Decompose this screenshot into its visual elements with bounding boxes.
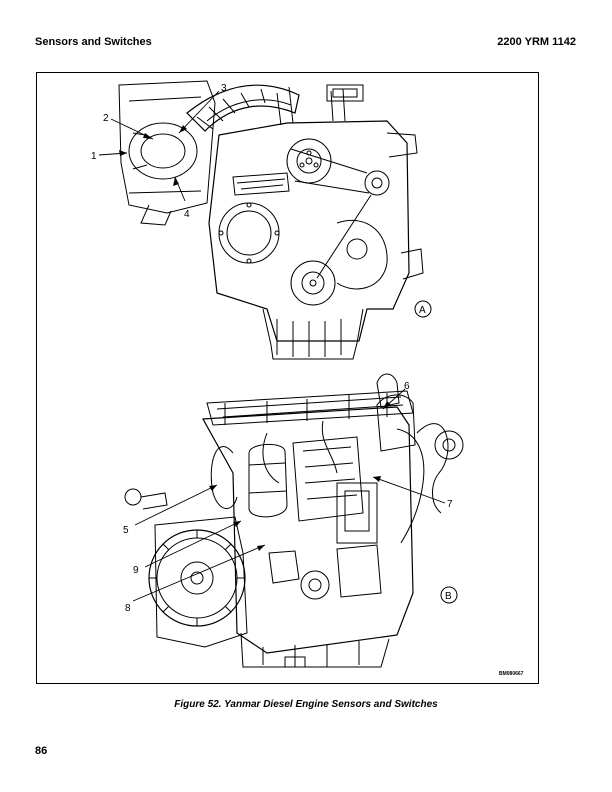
- callout-7: 7: [447, 499, 453, 510]
- callout-numbers: 1 2 3 4 5 6 7 8 9: [91, 83, 453, 614]
- section-title: Sensors and Switches: [35, 36, 152, 48]
- callout-arrowheads: [119, 125, 391, 551]
- view-label-a: A: [414, 300, 432, 318]
- leader-7: [372, 476, 446, 504]
- leader-5: [134, 484, 218, 526]
- leader-3: [178, 90, 220, 134]
- view-label-b: B: [440, 586, 458, 604]
- figure-part-id: BM080667: [499, 671, 524, 677]
- view-label-a-text: A: [419, 305, 426, 316]
- figure-caption: Figure 52. Yanmar Diesel Engine Sensors …: [174, 699, 438, 710]
- engine-front-view: [118, 80, 424, 360]
- callout-6: 6: [404, 381, 410, 392]
- callout-leaders: [98, 90, 446, 602]
- page-number: 86: [35, 745, 48, 757]
- leader-9: [144, 520, 242, 568]
- callout-5: 5: [123, 525, 129, 536]
- view-label-b-text: B: [445, 591, 452, 602]
- engine-illustration: 1 2 3 4 5 6 7 8 9 A B BM080667: [91, 80, 524, 677]
- callout-3: 3: [221, 83, 227, 94]
- callout-4: 4: [184, 209, 190, 220]
- callout-8: 8: [125, 603, 131, 614]
- document-code: 2200 YRM 1142: [497, 36, 576, 48]
- callout-2: 2: [103, 113, 109, 124]
- callout-1: 1: [91, 151, 97, 162]
- figure-frame: 1 2 3 4 5 6 7 8 9 A B BM080667: [36, 72, 539, 684]
- callout-9: 9: [133, 565, 139, 576]
- leader-8: [132, 544, 266, 602]
- engine-side-view: [124, 373, 464, 668]
